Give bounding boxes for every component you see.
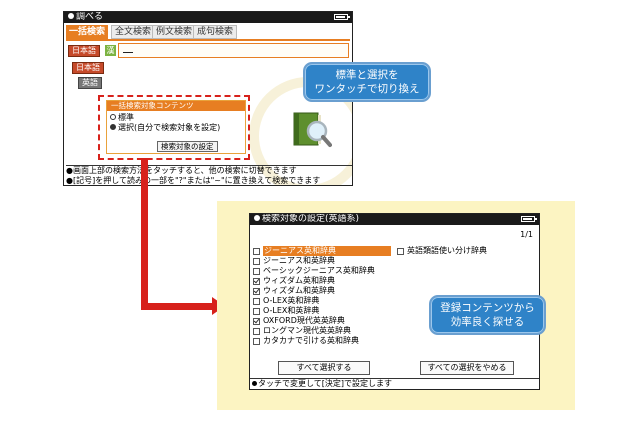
bullet-icon: [254, 215, 260, 221]
set-search-target-button[interactable]: 検索対象の設定: [157, 141, 218, 152]
option-label: 選択(自分で検索対象を設定): [118, 123, 221, 132]
connector-vertical: [141, 158, 148, 310]
dictionary-item[interactable]: OXFORD現代英英辞典: [253, 316, 391, 326]
battery-icon: [521, 216, 537, 222]
checkbox-icon[interactable]: [253, 268, 260, 275]
checkbox-icon[interactable]: [253, 258, 260, 265]
dictionary-item-label: ジーニアス英和辞典: [263, 246, 391, 256]
kanji-mode-icon[interactable]: 漢: [105, 45, 116, 56]
checkbox-icon[interactable]: [253, 298, 260, 305]
dictionary-item[interactable]: ウィズダム英和辞典: [253, 276, 391, 286]
dictionary-item[interactable]: ベーシックジーニアス英和辞典: [253, 266, 391, 276]
callout-line: 効率良く探せる: [450, 316, 525, 328]
lang-japanese-button[interactable]: 日本語: [72, 62, 104, 74]
footer-text: タッチで変更して[決定]で設定します: [258, 379, 393, 388]
dictionary-item[interactable]: ロングマン現代英英辞典: [253, 326, 391, 336]
callout-line: 登録コンテンツから: [440, 302, 535, 314]
dictionary-item[interactable]: ジーニアス和英辞典: [253, 256, 391, 266]
input-language-button[interactable]: 日本語: [68, 45, 100, 57]
dictionary-item[interactable]: ウィズダム和英辞典: [253, 286, 391, 296]
hint-line: ●画面上部の検索方法をタッチすると、他の検索に切替できます: [66, 166, 297, 175]
option-custom[interactable]: 選択(自分で検索対象を設定): [107, 123, 245, 133]
panel-title: 一括検索対象コンテンツ: [107, 101, 245, 111]
tab-underline: [66, 39, 350, 41]
search-tabs: 一括検索 全文検索 例文検索 成句検索: [64, 25, 352, 41]
title-bar: 調べる: [64, 12, 352, 23]
radio-selected-icon: [110, 124, 116, 130]
bullet-icon: [252, 381, 257, 386]
option-label: 標準: [118, 113, 134, 122]
dictionary-item[interactable]: カタカナで引ける英和辞典: [253, 336, 391, 346]
bulk-search-content-panel: 一括検索対象コンテンツ 標準 選択(自分で検索対象を設定) 検索対象の設定: [106, 100, 246, 154]
callout-efficient-search: 登録コンテンツから 効率良く探せる: [429, 295, 546, 335]
dictionary-item-label: O-LEX英和辞典: [263, 296, 320, 305]
dictionary-item[interactable]: 英語類語使い分け辞典: [397, 246, 487, 256]
page-indicator: 1/1: [520, 230, 533, 239]
dictionary-item[interactable]: O-LEX和英辞典: [253, 306, 391, 316]
tab-example-search[interactable]: 例文検索: [152, 25, 197, 39]
dictionary-item-label: ウィズダム和英辞典: [263, 286, 335, 295]
dictionary-list-secondary: 英語類語使い分け辞典: [397, 246, 487, 256]
battery-icon: [334, 14, 350, 20]
footer-hint: タッチで変更して[決定]で設定します: [250, 378, 539, 389]
checkbox-icon[interactable]: [253, 248, 260, 255]
option-standard[interactable]: 標準: [107, 113, 245, 123]
checkbox-checked-icon[interactable]: [253, 278, 260, 285]
dictionary-item[interactable]: O-LEX英和辞典: [253, 296, 391, 306]
checkbox-checked-icon[interactable]: [253, 318, 260, 325]
checkbox-icon[interactable]: [253, 338, 260, 345]
dictionary-item-label: O-LEX和英辞典: [263, 306, 320, 315]
tab-bulk-search[interactable]: 一括検索: [66, 25, 109, 39]
checkbox-checked-icon[interactable]: [253, 288, 260, 295]
callout-line: ワンタッチで切り換え: [314, 83, 420, 95]
hint-area: ●画面上部の検索方法をタッチすると、他の検索に切替できます ●[記号]を押して読…: [64, 165, 352, 185]
dictionary-item-label: OXFORD現代英英辞典: [263, 316, 345, 325]
checkbox-icon[interactable]: [397, 248, 404, 255]
tab-idiom-search[interactable]: 成句検索: [193, 25, 238, 39]
search-screen: 調べる 一括検索 全文検索 例文検索 成句検索 日本語 漢 日本語 英語 一括検…: [63, 11, 353, 186]
callout-toggle: 標準と選択を ワンタッチで切り換え: [303, 62, 431, 102]
dictionary-item-label: ウィズダム英和辞典: [263, 276, 335, 285]
dictionary-item[interactable]: ジーニアス英和辞典: [253, 246, 391, 256]
select-all-button[interactable]: すべて選択する: [278, 361, 370, 375]
deselect-all-button[interactable]: すべての選択をやめる: [420, 361, 514, 375]
dictionary-list: ジーニアス英和辞典ジーニアス和英辞典ベーシックジーニアス英和辞典ウィズダム英和辞…: [253, 246, 391, 346]
hint-line: ●[記号]を押して読みの一部を"?"または"~"に置き換えて検索できます: [66, 176, 321, 185]
checkbox-icon[interactable]: [253, 328, 260, 335]
dictionary-search-icon: [293, 112, 332, 147]
bullet-icon: [68, 13, 74, 19]
background-circle: [249, 77, 352, 185]
dictionary-item-label: 英語類語使い分け辞典: [407, 246, 487, 255]
text-cursor: [123, 52, 133, 53]
screen-title: 検索対象の設定(英語系): [262, 214, 360, 224]
dictionary-item-label: ベーシックジーニアス英和辞典: [263, 266, 375, 275]
hint-divider: [66, 165, 352, 166]
connector-horizontal: [141, 303, 214, 310]
highlight-frame: [98, 95, 250, 160]
title-bar: 検索対象の設定(英語系): [250, 214, 539, 225]
screen-title: 調べる: [76, 12, 104, 22]
tab-fulltext-search[interactable]: 全文検索: [111, 25, 156, 39]
checkbox-icon[interactable]: [253, 308, 260, 315]
callout-line: 標準と選択を: [335, 69, 399, 81]
dictionary-item-label: カタカナで引ける英和辞典: [263, 336, 359, 345]
dictionary-item-label: ロングマン現代英英辞典: [263, 326, 351, 335]
lang-english-button[interactable]: 英語: [78, 77, 102, 89]
search-input[interactable]: [118, 43, 349, 58]
radio-icon: [110, 114, 116, 120]
dictionary-item-label: ジーニアス和英辞典: [263, 256, 335, 265]
